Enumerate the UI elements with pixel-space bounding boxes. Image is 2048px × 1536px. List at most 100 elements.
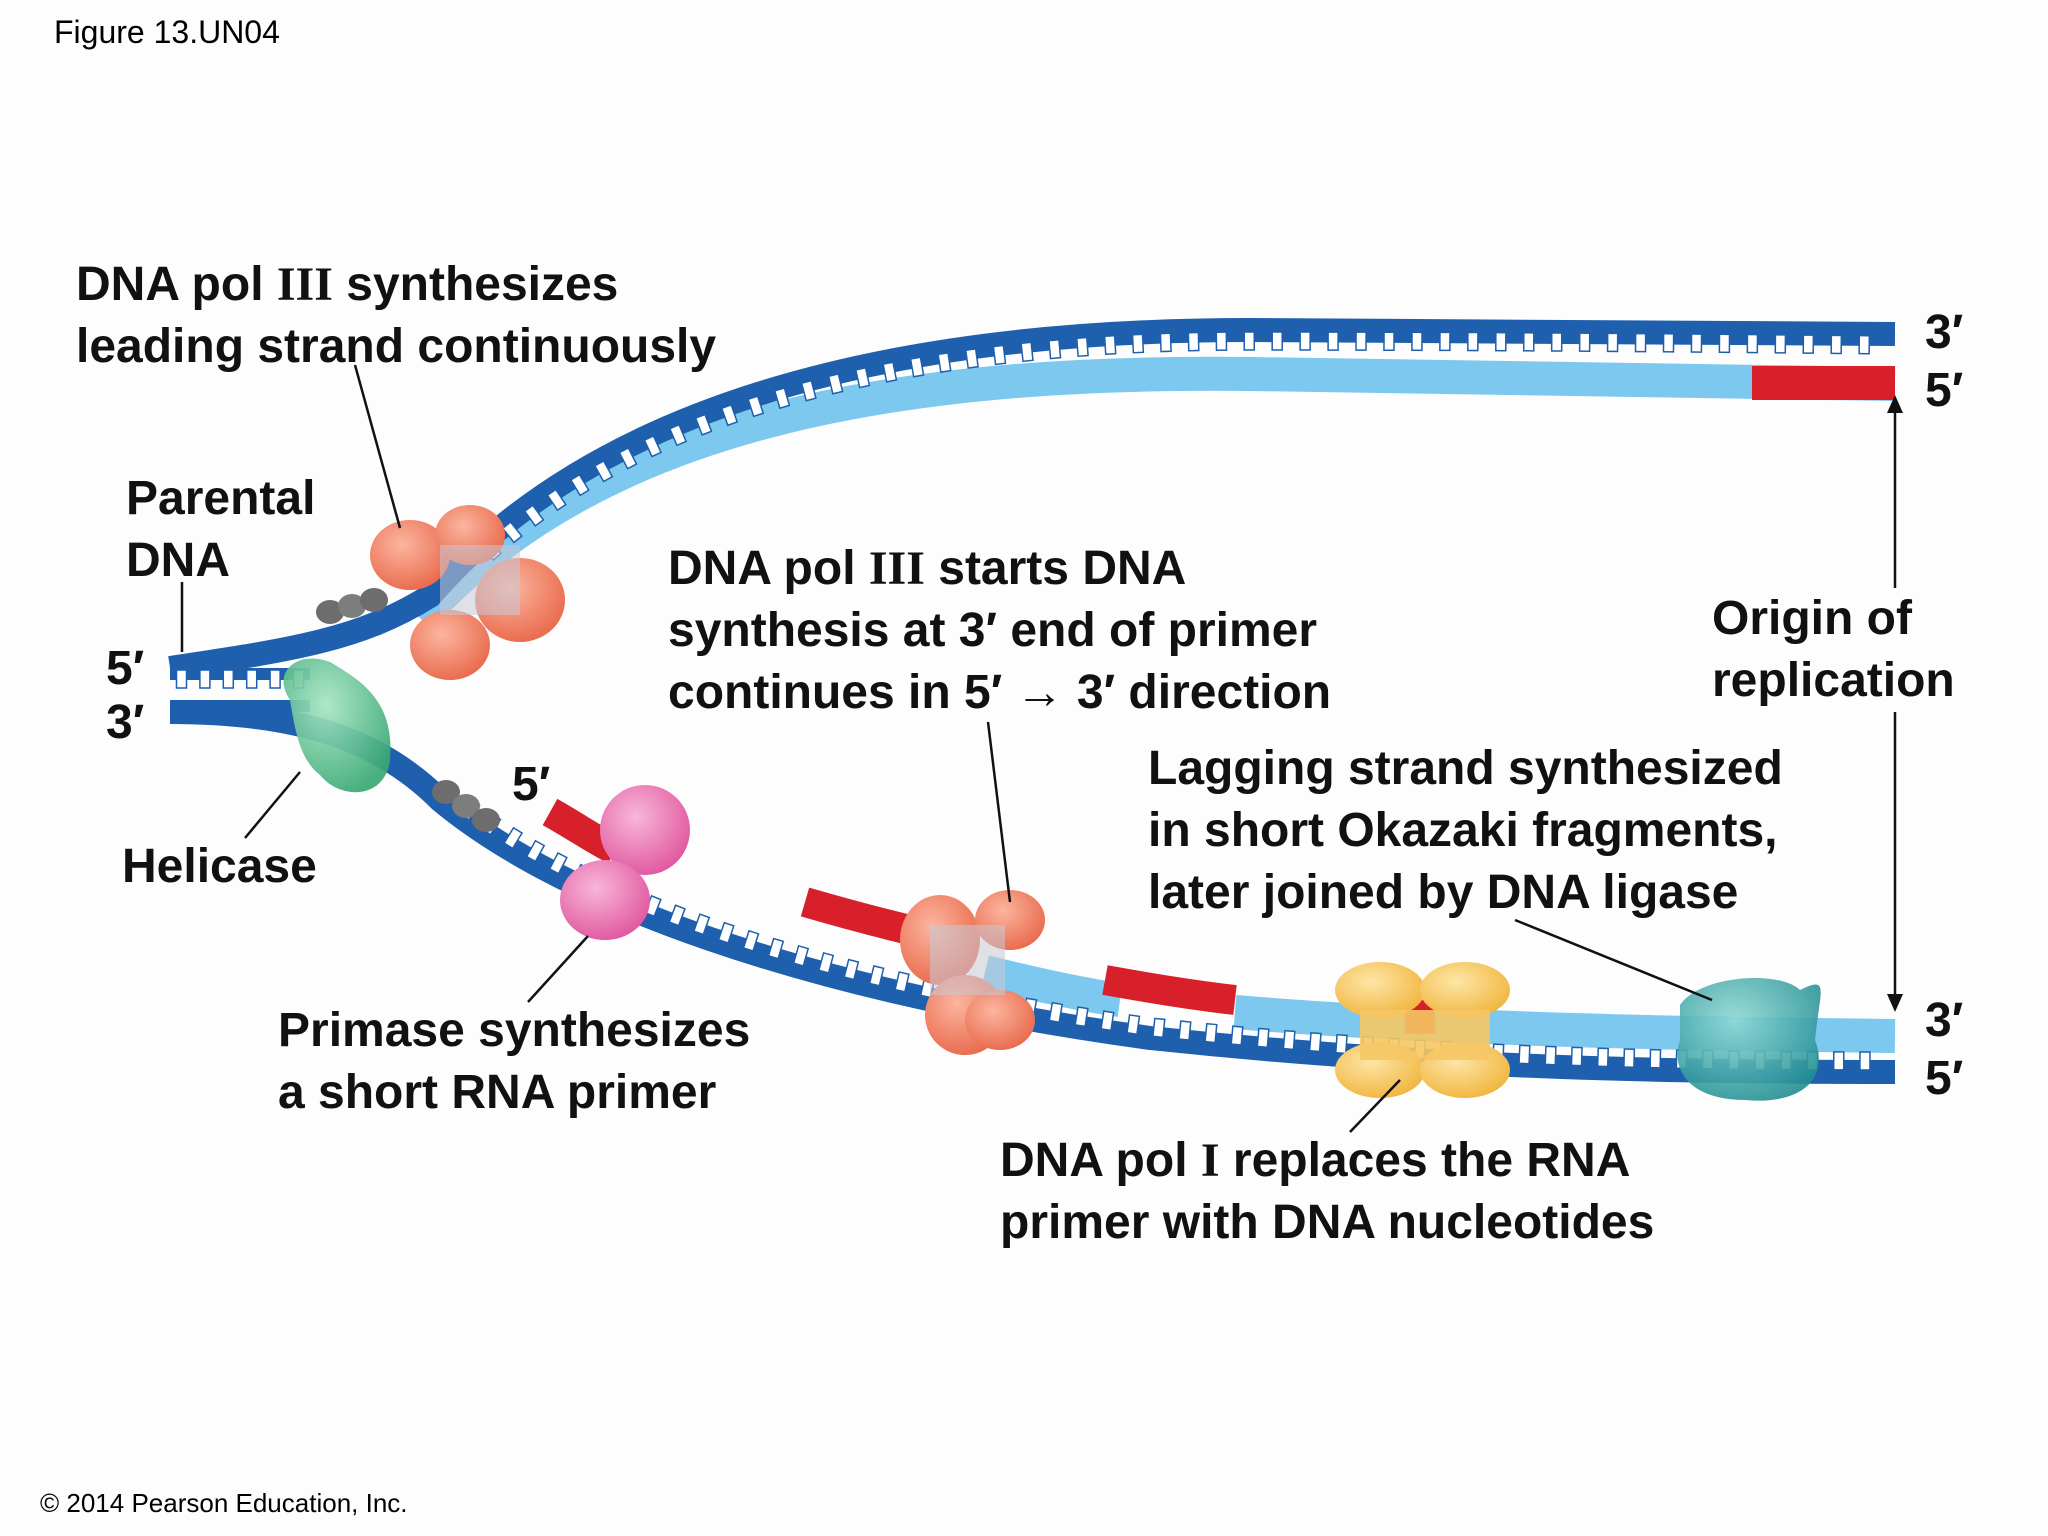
- base-pair: [1256, 1027, 1270, 1049]
- dna-pol-iii-leading: [370, 505, 565, 680]
- pol1-label: DNA pol I replaces the RNA primer with D…: [1000, 1134, 1654, 1249]
- base-pair: [1215, 331, 1228, 351]
- dna-ligase-protein: [1677, 978, 1821, 1101]
- base-pair: [1383, 331, 1395, 351]
- base-pair: [548, 851, 568, 875]
- base-pair: [1159, 332, 1172, 353]
- ssb-proteins: [316, 588, 500, 832]
- base-pair: [1830, 334, 1843, 355]
- okazaki-fragment-1: [980, 955, 1123, 1017]
- base-pair: [792, 944, 810, 967]
- end-right-top-lower: 5′: [1925, 364, 1963, 417]
- base-pair: [1718, 333, 1731, 354]
- rna-primer-3: [1102, 965, 1237, 1015]
- base-pair: [854, 366, 871, 389]
- base-pair: [1308, 1031, 1322, 1053]
- base-pair: [1774, 334, 1787, 354]
- leading-strand-label: DNA pol III synthesizes leading strand c…: [76, 258, 716, 373]
- base-pair: [742, 929, 760, 952]
- base-pair: [199, 669, 211, 689]
- base-pair: [937, 351, 952, 374]
- parental-dna-label: Parental DNA: [126, 472, 329, 587]
- parental-strand-top: [168, 317, 1896, 680]
- base-pair: [501, 521, 523, 544]
- base-pair: [569, 473, 590, 497]
- base-pair: [1544, 1045, 1557, 1066]
- base-pair: [1746, 333, 1759, 354]
- base-pair: [800, 379, 817, 402]
- base-pair: [1802, 334, 1815, 354]
- base-pair: [1126, 1014, 1141, 1036]
- base-pair: [1282, 1029, 1296, 1051]
- base-pair: [843, 958, 860, 981]
- base-pair: [1578, 332, 1591, 352]
- base-pair: [1178, 1020, 1192, 1041]
- helicase-label: Helicase: [122, 840, 317, 893]
- base-pair: [694, 413, 713, 436]
- base-pair: [894, 971, 910, 993]
- base-pair: [1623, 1048, 1636, 1068]
- base-pair: [1020, 341, 1034, 363]
- base-pair: [992, 344, 1007, 366]
- base-pair: [1522, 332, 1535, 352]
- base-pair: [1075, 336, 1089, 358]
- base-pair: [668, 904, 686, 927]
- end-right-bottom-upper: 3′: [1925, 994, 1963, 1047]
- dna-pol-iii-lagging: [900, 890, 1045, 1055]
- base-pair: [1355, 331, 1367, 351]
- base-pair: [1131, 333, 1145, 354]
- base-pair: [1606, 332, 1619, 353]
- leader-lines: [180, 364, 1713, 1133]
- pol3-start-label: DNA pol III starts DNA synthesis at 3′ e…: [668, 542, 1331, 719]
- base-pair: [1299, 331, 1311, 351]
- base-pair: [643, 435, 663, 458]
- base-pair: [692, 913, 711, 936]
- base-pair: [964, 348, 979, 369]
- end-right-top-upper: 3′: [1925, 306, 1963, 359]
- base-pair: [1411, 331, 1423, 352]
- base-pair: [593, 459, 614, 483]
- base-pair: [546, 488, 567, 512]
- base-pair: [1690, 333, 1703, 353]
- base-pair: [1048, 1001, 1064, 1024]
- base-pair: [1152, 1017, 1166, 1039]
- base-pair: [717, 921, 735, 944]
- base-pair: [1550, 332, 1563, 352]
- end-primer: 5′: [512, 758, 550, 811]
- primase-protein: [560, 785, 690, 940]
- lagging-strand-label: Lagging strand synthesized in short Okaz…: [1148, 742, 1796, 919]
- base-pair: [1467, 331, 1479, 352]
- base-pair: [1832, 1051, 1845, 1071]
- origin-arrows: [1887, 395, 1903, 1012]
- base-pair: [1570, 1046, 1583, 1067]
- end-right-bottom-lower: 5′: [1925, 1052, 1963, 1105]
- base-pair: [668, 423, 688, 447]
- base-pair: [618, 447, 638, 470]
- base-pair: [1662, 333, 1675, 353]
- leading-rna-primer: [1752, 366, 1895, 400]
- base-pair: [1649, 1048, 1662, 1069]
- base-pair: [222, 669, 235, 689]
- figure-id: Figure 13.UN04: [54, 14, 280, 50]
- base-pair: [1495, 331, 1507, 352]
- end-left-bottom: 3′: [106, 696, 144, 749]
- base-pair: [1103, 334, 1117, 356]
- base-pair: [175, 669, 188, 689]
- base-pair: [1596, 1047, 1609, 1068]
- base-pair: [1858, 334, 1871, 355]
- base-pair: [773, 387, 791, 410]
- end-left-top: 5′: [106, 642, 144, 695]
- origin-label: Origin of replication: [1712, 592, 1955, 707]
- base-pair: [1187, 331, 1200, 352]
- dna-pol-i-protein: [1335, 962, 1510, 1098]
- base-pair: [882, 361, 898, 383]
- base-pair: [525, 839, 546, 863]
- base-pair: [1439, 331, 1451, 352]
- helicase-protein: [283, 658, 391, 793]
- base-pair: [1230, 1025, 1244, 1046]
- base-pair: [909, 356, 925, 378]
- base-pair: [868, 965, 885, 987]
- leading-strand-bases: [480, 331, 1871, 562]
- base-pair: [1859, 1051, 1871, 1071]
